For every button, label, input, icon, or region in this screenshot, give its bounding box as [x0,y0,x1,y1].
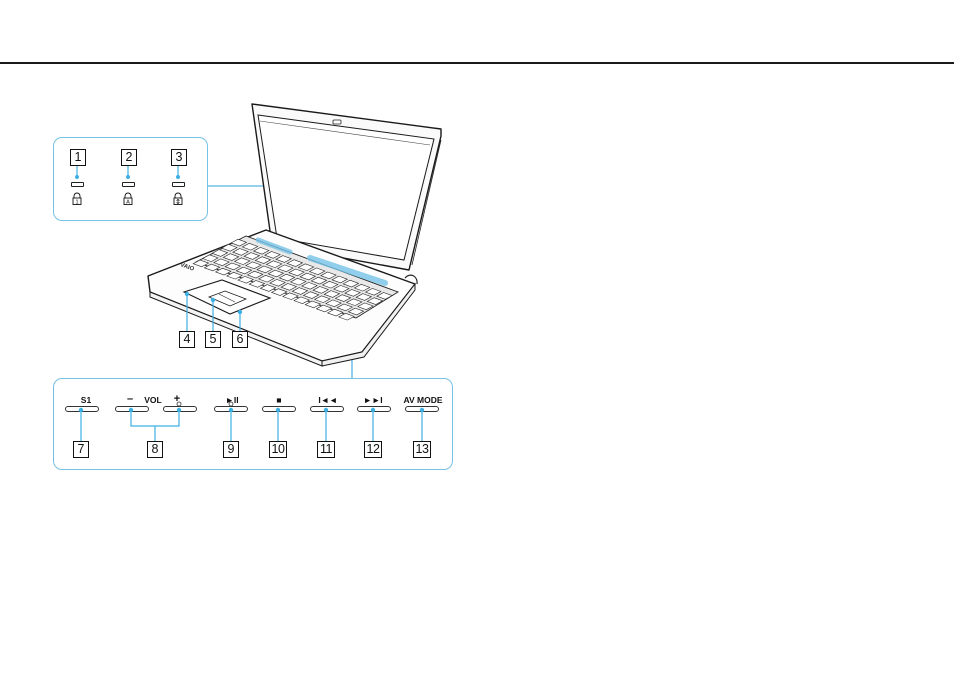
av-mode-button [405,406,439,412]
prev-track-label: I◄◄ [313,395,343,405]
svg-text:A: A [126,200,130,206]
callout-number: 5 [205,331,221,348]
previous-track-button [310,406,344,412]
callout-number: 7 [73,441,89,458]
vol-minus-label: – [125,393,135,405]
caps-lock-icon: A [123,193,133,205]
callout-number: 4 [179,331,195,348]
volume-down-button [115,406,149,412]
caps-lock-indicator-light [122,182,135,187]
scroll-lock-icon [173,193,183,205]
stop-label: ■ [271,395,287,405]
callout-number: 6 [232,331,248,348]
callout-number: 12 [364,441,382,458]
svg-text:1: 1 [75,200,78,206]
callout-number: 2 [121,149,137,166]
callout-number: 9 [223,441,239,458]
callout-number: 10 [269,441,287,458]
webcam [333,120,341,124]
num-lock-icon: 1 [72,193,82,205]
callout-number: 11 [317,441,335,458]
s1-label: S1 [74,395,98,405]
vol-plus-label: + [172,393,182,405]
callout-number: 3 [171,149,187,166]
callout-number: 1 [70,149,86,166]
next-track-label: ►►I [358,395,388,405]
callout-number: 13 [413,441,431,458]
vol-label: VOL [141,395,165,405]
play-pause-label: ►II [217,395,247,405]
num-lock-indicator-light [71,182,84,187]
scroll-lock-indicator-light [172,182,185,187]
callout-dot [75,175,79,179]
next-track-button [357,406,391,412]
callout-dot [126,175,130,179]
volume-up-button [163,406,197,412]
callout-dot [176,175,180,179]
play-pause-button [214,406,248,412]
stop-button [262,406,296,412]
callout-number: 8 [147,441,163,458]
av-mode-label: AV MODE [400,395,446,405]
s1-button [65,406,99,412]
button-strip-callout-box [53,378,453,470]
